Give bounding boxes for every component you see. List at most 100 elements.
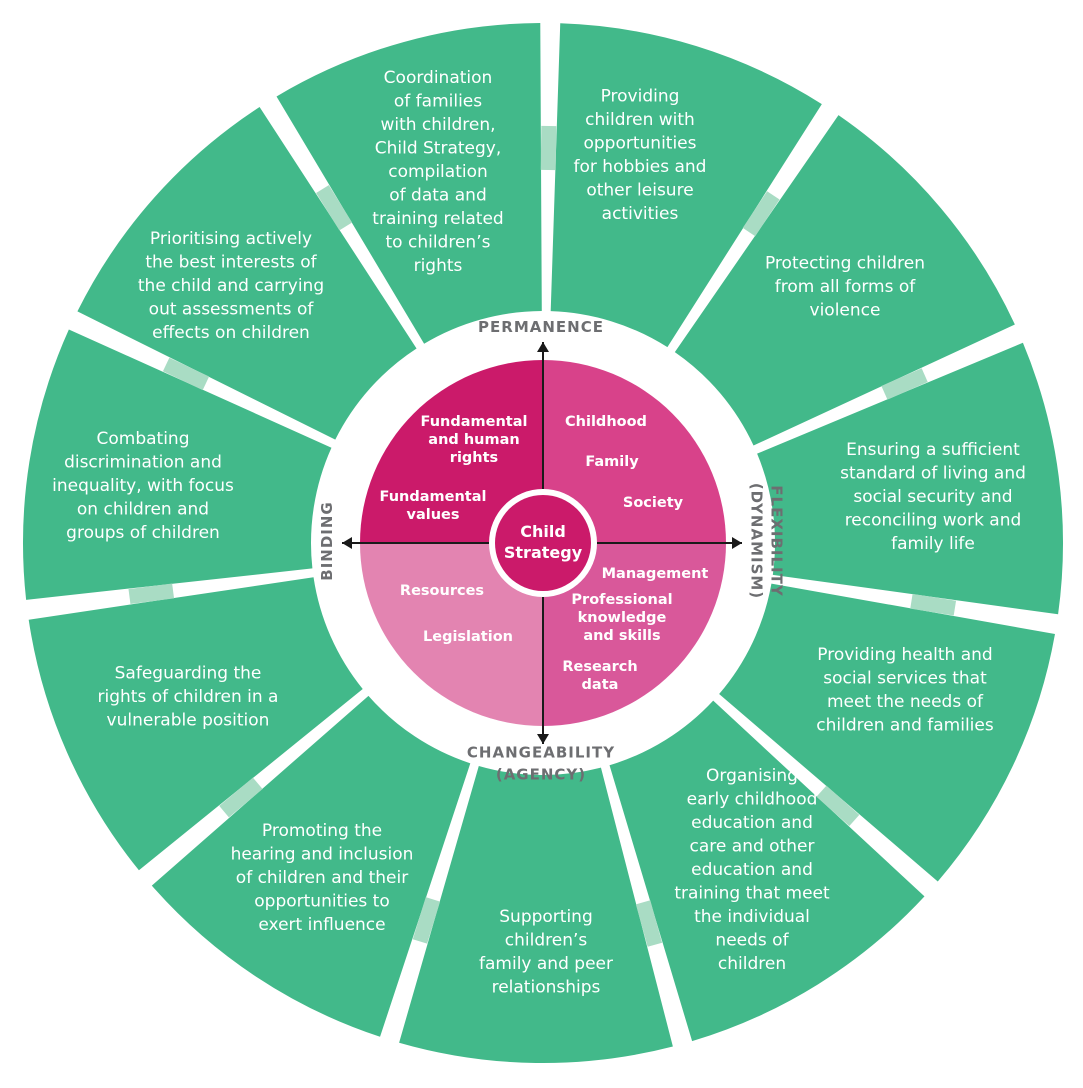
arrow-up-head: [537, 342, 549, 352]
quadrant-label-line: Fundamental: [421, 414, 528, 430]
segment-label-health-services-line: children and families: [816, 715, 994, 735]
segment-vulnerable-rights: [28, 577, 363, 871]
quadrant-label: Legislation: [423, 629, 513, 645]
segment-living-standard: [757, 342, 1063, 615]
quadrant-label-line: Legislation: [423, 629, 513, 645]
axis-label-left: BINDING: [318, 501, 336, 580]
outer-ring: [22, 23, 1063, 1063]
segment-label-hobbies-line: children with: [585, 110, 695, 130]
segment-label-hearing-inclusion-line: Promoting the: [262, 821, 382, 841]
center-label-line: Child: [520, 522, 566, 541]
segment-label-family-relationships-line: relationships: [492, 977, 601, 997]
segment-label-hobbies-line: other leisure: [586, 180, 693, 200]
axis-label-right-text-line: (DYNAMISM): [748, 483, 766, 599]
quadrant-label-line: Fundamental: [380, 489, 487, 505]
segment-label-best-interests-line: out assessments of: [149, 300, 315, 320]
segment-label-best-interests-line: effects on children: [152, 323, 310, 343]
quadrant-label: Family: [585, 454, 639, 470]
segment-label-health-services: Providing health and social services that…: [816, 645, 994, 736]
segment-label-living-standard-line: family life: [891, 534, 975, 554]
segment-label-coordination-line: rights: [414, 256, 463, 276]
segment-label-coordination-line: with children,: [380, 115, 495, 135]
segment-label-health-services-line: meet the needs of: [827, 692, 984, 712]
quadrant-label: Resources: [400, 583, 484, 599]
segment-connector: [540, 125, 557, 171]
quadrant-bottom-left: [360, 543, 543, 726]
segment-label-living-standard-line: reconciling work and: [845, 511, 1022, 531]
segment-label-education-line: education and: [691, 860, 813, 880]
segment-label-education-line: Organising: [706, 766, 798, 786]
segment-label-coordination-line: compilation: [388, 162, 488, 182]
axis-label-top: PERMANENCE: [478, 318, 604, 336]
quadrant-top-right: [543, 360, 726, 543]
segment-connector: [881, 368, 928, 400]
quadrant-top-left: [360, 360, 543, 543]
segment-label-hobbies-line: opportunities: [583, 133, 696, 153]
segment-connector: [412, 897, 441, 944]
segment-label-family-relationships-line: children’s: [505, 930, 588, 950]
quadrant-label: Society: [623, 495, 684, 511]
segment-violence: [674, 115, 1015, 446]
segment-connector: [162, 357, 210, 391]
axis-label-right-text: FLEXIBILITY(DYNAMISM): [748, 483, 786, 599]
segment-family-relationships: [399, 765, 673, 1063]
center-label-line: Strategy: [504, 543, 583, 562]
segment-label-discrimination-line: Combating: [97, 429, 190, 449]
segment-label-living-standard-line: social security and: [853, 487, 1012, 507]
segment-label-health-services-line: Providing health and: [817, 645, 992, 665]
segment-label-coordination-line: Child Strategy,: [375, 139, 502, 159]
quadrant-label: Childhood: [565, 414, 647, 430]
segment-health-services: [719, 583, 1055, 882]
axis-label-bottom-line: (AGENCY): [496, 766, 586, 784]
quadrant-label-line: Childhood: [565, 414, 647, 430]
quadrant-label-line: Research: [562, 659, 637, 675]
segment-hobbies: [550, 23, 822, 348]
segment-label-education-line: education and: [691, 813, 813, 833]
segment-label-education-line: care and other: [690, 837, 815, 857]
segment-connector: [128, 583, 175, 605]
quadrant-label-line: Family: [585, 454, 639, 470]
segment-label-best-interests-line: the child and carrying: [138, 276, 324, 296]
quadrant-label-line: Professional: [571, 592, 672, 608]
segment-label-education-line: early childhood: [687, 790, 818, 810]
segment-label-vulnerable-rights-line: rights of children in a: [98, 687, 279, 707]
segment-label-education: Organising early childhood education and ca…: [674, 766, 830, 974]
segment-label-education-line: children: [718, 954, 786, 974]
segment-label-best-interests-line: Prioritising actively: [150, 229, 312, 249]
segment-connector: [316, 185, 353, 231]
axis-label-right-text-line: FLEXIBILITY: [768, 485, 786, 597]
segment-connector: [635, 900, 663, 947]
arrow-right-head: [732, 537, 742, 549]
segment-label-vulnerable-rights-line: Safeguarding the: [115, 664, 262, 684]
quadrant-label: Fundamental and human rights: [421, 414, 528, 466]
quadrant-label-line: Resources: [400, 583, 484, 599]
arrow-left-head: [342, 537, 352, 549]
quadrant-bottom-right: [543, 543, 726, 726]
segment-connector: [219, 777, 263, 818]
quadrant-label-line: and human: [428, 432, 519, 448]
quadrant-label-line: rights: [450, 450, 498, 466]
segment-label-health-services-line: social services that: [823, 668, 987, 688]
segment-label-violence-line: Protecting children: [765, 254, 925, 274]
segment-label-discrimination-line: inequality, with focus: [52, 476, 234, 496]
axis-label-bottom: CHANGEABILITY(AGENCY): [467, 744, 615, 784]
quadrant-label-line: Society: [623, 495, 684, 511]
ring-connectors: [128, 125, 957, 947]
segment-label-discrimination-line: on children and: [77, 500, 209, 520]
segment-label-coordination-line: of families: [394, 92, 482, 112]
segment-discrimination: [22, 329, 332, 600]
segment-label-hearing-inclusion-line: exert influence: [258, 915, 385, 935]
segment-label-hobbies-line: Providing: [601, 86, 680, 106]
